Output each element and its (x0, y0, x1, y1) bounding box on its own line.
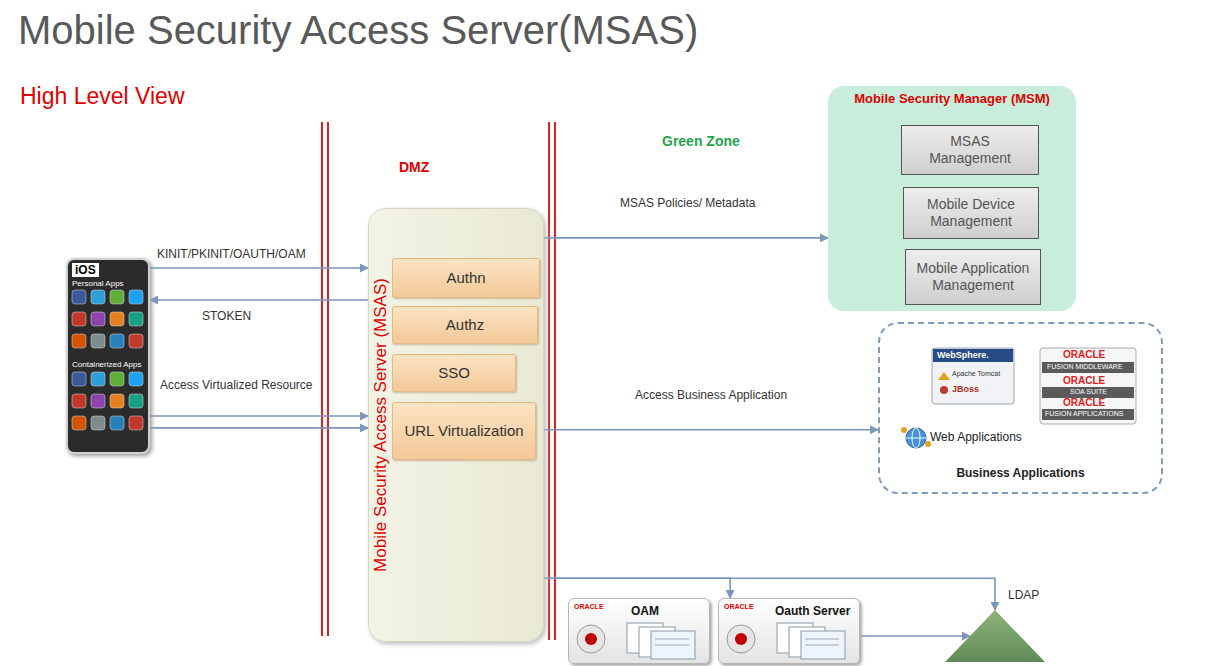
node-text: Containerized Apps (72, 360, 141, 370)
process-box: URL Virtualization (392, 402, 536, 460)
connector-arrow (544, 578, 730, 598)
app-icon (91, 312, 105, 326)
app-icon (72, 312, 86, 326)
app-icon (129, 334, 143, 348)
node-text: Oauth Server (775, 604, 850, 618)
connector-arrow (150, 299, 368, 301)
app-icon (91, 334, 105, 348)
app-icon (129, 312, 143, 326)
process-box: SSO (392, 354, 516, 392)
app-icon (129, 394, 143, 408)
ldap-directory: LDAP (945, 610, 1045, 662)
connector-arrow (150, 427, 368, 429)
box-text: Mobile Application Management (912, 260, 1034, 294)
app-icon (72, 394, 86, 408)
service-box: Mobile Device Management (903, 187, 1039, 239)
node-text: ORACLE (724, 603, 754, 611)
box-text: Authn (446, 269, 485, 287)
node-text: LDAP (1008, 588, 1039, 602)
app-icon (110, 312, 124, 326)
websphere-logo (932, 348, 1014, 404)
logo-text: SOA SUITE (1070, 388, 1107, 396)
page-title: Mobile Security Access Server(MSAS) (18, 6, 698, 54)
edge-label: KINIT/PKINIT/OAUTH/OAM (155, 247, 308, 261)
app-icon (110, 372, 124, 386)
app-icon (129, 290, 143, 304)
process-box: Authn (392, 258, 540, 298)
edge-label: MSAS Policies/ Metadata (618, 196, 757, 210)
box-text: Mobile Device Management (910, 196, 1032, 230)
access-manager-box: ORACLE OAM (568, 598, 710, 664)
connector-arrow (150, 415, 368, 417)
service-box: MSAS Management (901, 125, 1039, 175)
app-icon (91, 416, 105, 430)
node-text: Mobile Security Manager (MSM) (828, 91, 1076, 107)
logo-text: FUSION MIDDLEWARE (1047, 363, 1123, 371)
app-icon (72, 372, 86, 386)
edge-label: Access Virtualized Resource (158, 378, 315, 392)
logo-text: FUSION APPLICATIONS (1045, 410, 1123, 418)
node-text: iOS (72, 263, 99, 277)
app-icon (110, 290, 124, 304)
box-text: SSO (438, 364, 470, 382)
process-box: Authz (392, 306, 538, 344)
connector-arrow (536, 429, 878, 431)
app-icon (129, 416, 143, 430)
app-icon (129, 372, 143, 386)
box-text: URL Virtualization (404, 422, 523, 440)
app-icon (91, 372, 105, 386)
zone-label: Green Zone (662, 134, 740, 149)
app-icon (72, 416, 86, 430)
zone-label: DMZ (399, 160, 429, 175)
node-text: OAM (631, 604, 659, 618)
connector-arrow (544, 237, 828, 239)
app-icon (91, 394, 105, 408)
box-text: Authz (446, 316, 484, 334)
app-icon (91, 290, 105, 304)
edge-label: STOKEN (200, 309, 253, 323)
box-text: MSAS Management (908, 133, 1032, 167)
access-server-zone: Mobile Security Access Server (MSAS) Auth… (368, 208, 544, 642)
connector-arrow (150, 267, 368, 269)
app-icon (72, 334, 86, 348)
oauth-server-box: ORACLE Oauth Server (718, 598, 860, 664)
oracle-logo (1040, 348, 1136, 424)
app-icon (110, 334, 124, 348)
logo-text: ORACLE (1063, 397, 1105, 408)
node-text: Business Applications (880, 466, 1161, 480)
service-box: Mobile Application Management (905, 249, 1041, 305)
logo-text: WebSphere. (937, 351, 989, 361)
app-icon (72, 290, 86, 304)
node-text: ORACLE (574, 603, 604, 611)
business-apps-group: Web ApplicationsBusiness Applications (878, 322, 1163, 494)
logo-text: JBoss (952, 385, 979, 395)
mobile-device: iOS Personal AppsContainerized Apps (66, 258, 150, 454)
app-icon (110, 394, 124, 408)
logo-text: ORACLE (1063, 375, 1105, 386)
subtitle: High Level View (20, 84, 185, 109)
app-icons (68, 260, 148, 452)
node-text: Mobile Security Access Server (MSAS) (371, 278, 391, 572)
app-icon (110, 416, 124, 430)
logo-text: Apache Tomcat (952, 370, 1000, 378)
manager-panel: Mobile Security Manager (MSM) MSAS Manage… (828, 86, 1076, 311)
node-text: Personal Apps (72, 279, 124, 289)
edge-label: Access Business Application (633, 388, 789, 402)
connector-arrow (860, 635, 970, 637)
node-text: Web Applications (930, 430, 1022, 444)
node-illustration (945, 610, 1045, 662)
logo-text: ORACLE (1063, 349, 1105, 360)
